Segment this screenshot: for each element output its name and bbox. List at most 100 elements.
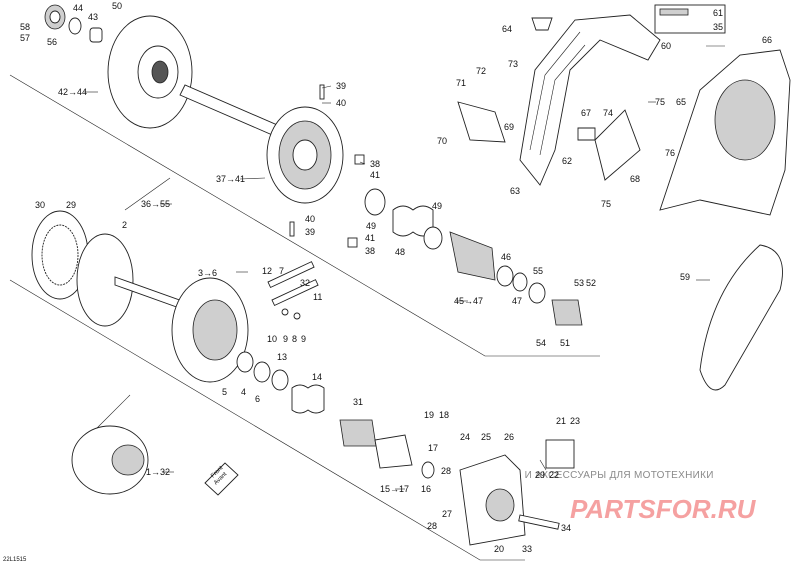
callout: 9 [283, 334, 288, 344]
callout: 43 [88, 12, 98, 22]
drive-belt [699, 244, 783, 391]
callout: 44 [73, 3, 83, 13]
leader-lines [84, 45, 725, 490]
callout: 36→55 [141, 199, 170, 209]
callout: 34 [561, 523, 571, 533]
drive-pulley-weights [267, 261, 319, 320]
callout: 38 [365, 246, 375, 256]
drive-pulley-movable-sheave [171, 277, 377, 447]
watermark-line2: PARTSFOR.RU [570, 494, 757, 524]
callout: 29 [535, 470, 545, 480]
callout: 22 [549, 470, 559, 480]
callout: 8 [292, 334, 297, 344]
callout: 40 [336, 98, 346, 108]
belt-guard-bracket [519, 4, 726, 186]
front-direction-arrow: Front Avant [204, 462, 239, 496]
callout: 72 [476, 66, 486, 76]
callout: 32 [300, 278, 310, 288]
callout: 7 [279, 266, 284, 276]
callout: 66 [762, 35, 772, 45]
callout: 46 [501, 252, 511, 262]
callout: 14 [312, 372, 322, 382]
callout: 40 [305, 214, 315, 224]
callout: 63 [510, 186, 520, 196]
drive-pulley-cover [459, 439, 575, 546]
belt-guard [659, 49, 791, 216]
assembly-frame-lines [9, 74, 600, 561]
callout: 42→44 [58, 87, 87, 97]
callout: 28 [427, 521, 437, 531]
callout: 3→6 [198, 268, 217, 278]
callout: 57 [20, 33, 30, 43]
callout: 35 [713, 22, 723, 32]
callout: 9 [301, 334, 306, 344]
callout: 62 [562, 156, 572, 166]
callout: 6 [255, 394, 260, 404]
callout: 50 [112, 1, 122, 11]
watermark-line1: ЗАПЧАСТИ И АКСЕССУАРЫ ДЛЯ МОТОТЕХНИКИ [466, 470, 714, 481]
callout: 75 [655, 97, 665, 107]
callout: 27 [442, 509, 452, 519]
callout: 61 [713, 8, 723, 18]
callout: 5 [222, 387, 227, 397]
callouts: 58 57 56 44 43 50 42→44 39 40 38 41 37→4… [20, 1, 772, 554]
callout: 49 [432, 201, 442, 211]
callout: 1→32 [146, 467, 170, 477]
callout: 76 [665, 148, 675, 158]
callout: 45→47 [454, 296, 483, 306]
mounting-brackets [457, 101, 641, 181]
callout: 65 [676, 97, 686, 107]
callout: 49 [366, 221, 376, 231]
callout: 20 [494, 544, 504, 554]
drive-pulley-fixed-sheave [76, 233, 186, 327]
callout: 67 [581, 108, 591, 118]
driven-pulley-fixed-half [266, 84, 365, 248]
drive-pulley-spider [374, 434, 435, 479]
callout: 69 [504, 122, 514, 132]
callout: 11 [313, 292, 322, 302]
callout: 39 [305, 227, 315, 237]
callout: 21 [556, 416, 566, 426]
callout: 64 [502, 24, 512, 34]
callout: 2 [122, 220, 127, 230]
callout: 25 [481, 432, 491, 442]
callout: 55 [533, 266, 543, 276]
callout: 18 [439, 410, 449, 420]
drive-pulley-assembly [71, 425, 149, 495]
callout: 51 [560, 338, 570, 348]
callout: 52 [586, 278, 596, 288]
callout: 17 [428, 443, 438, 453]
callout: 23 [570, 416, 580, 426]
callout: 16 [421, 484, 431, 494]
callout: 13 [277, 352, 287, 362]
driven-pulley-spring-cam [364, 188, 583, 326]
drawing-code: 22L1515 [3, 557, 27, 563]
callout: 39 [336, 81, 346, 91]
callout: 29 [66, 200, 76, 210]
callout: 10 [267, 334, 277, 344]
callout: 58 [20, 22, 30, 32]
callout: 37→41 [216, 174, 245, 184]
callout: 70 [437, 136, 447, 146]
callout: 28 [441, 466, 451, 476]
callout: 24 [460, 432, 470, 442]
callout: 31 [353, 397, 363, 407]
callout: 68 [630, 174, 640, 184]
callout: 74 [603, 108, 613, 118]
drive-pulley-ring-gear [31, 210, 89, 300]
callout: 41 [365, 233, 375, 243]
callout: 54 [536, 338, 546, 348]
callout: 47 [512, 296, 522, 306]
callout: 26 [504, 432, 514, 442]
callout: 48 [395, 247, 405, 257]
callout: 75 [601, 199, 611, 209]
callout: 33 [522, 544, 532, 554]
callout: 12 [262, 266, 272, 276]
callout: 30 [35, 200, 45, 210]
callout: 15→17 [380, 484, 409, 494]
callout: 41 [370, 170, 380, 180]
callout: 38 [370, 159, 380, 169]
callout: 56 [47, 37, 57, 47]
